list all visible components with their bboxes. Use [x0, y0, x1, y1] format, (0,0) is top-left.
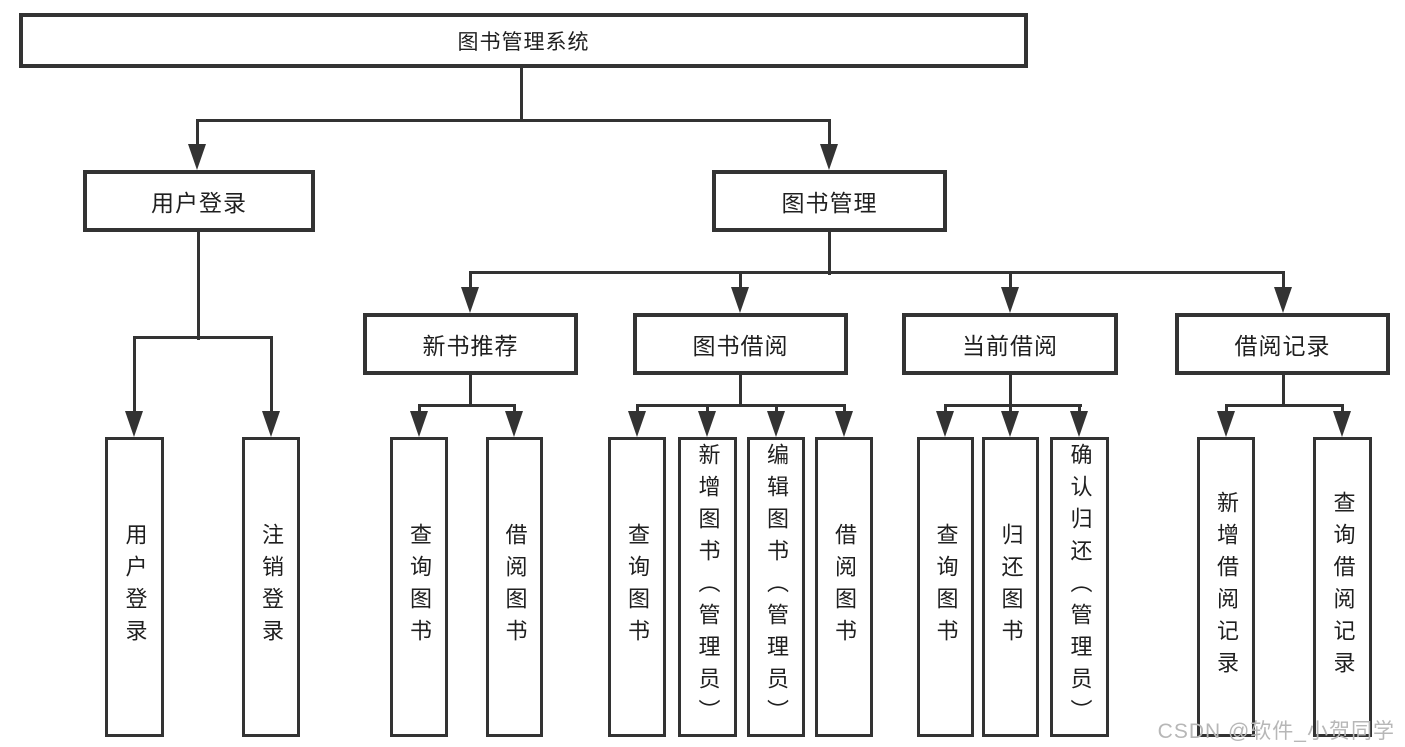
- connector-borrow-records-stem: [1282, 375, 1285, 407]
- leaf-query-books-borrowing-label: 查询图书: [625, 523, 650, 651]
- arrowhead-book-borrow-icon: [731, 287, 749, 313]
- arrowhead-g2-borrow-icon: [505, 411, 523, 437]
- arrowhead-current-borrow-icon: [1001, 287, 1019, 313]
- connector-new-book-rec-stem: [469, 375, 472, 407]
- leaf-add-books-admin: 新增图书（管理员）: [678, 437, 737, 737]
- leaf-add-books-admin-label: 新增图书（管理员）: [695, 443, 721, 731]
- node-root-label: 图书管理系统: [457, 30, 590, 54]
- leaf-query-books-current: 查询图书: [917, 437, 974, 737]
- connector-drop-leaf-logout: [270, 337, 273, 415]
- leaf-query-books-recommend: 查询图书: [390, 437, 448, 737]
- connector-drop-current-borrow: [1009, 272, 1012, 292]
- leaf-edit-books-admin-label: 编辑图书（管理员）: [764, 443, 789, 731]
- connector-drop-g3-add: [706, 405, 709, 415]
- arrowhead-g3-add-icon: [698, 411, 716, 437]
- arrowhead-leaf-user-login-icon: [125, 411, 143, 437]
- connector-drop-g2-borrow: [513, 405, 516, 415]
- leaf-edit-books-admin: 编辑图书（管理员）: [747, 437, 805, 737]
- leaf-query-books-recommend-label: 查询图书: [407, 523, 432, 651]
- connector-book-mgmt-stem: [828, 232, 831, 275]
- connector-book-mgmt-bus: [469, 271, 1285, 274]
- connector-drop-g4-confirm: [1078, 405, 1081, 415]
- connector-drop-g4-query: [944, 405, 947, 415]
- leaf-logout-label: 注销登录: [259, 523, 284, 651]
- arrowhead-g5-query-icon: [1333, 411, 1351, 437]
- arrowhead-g3-edit-icon: [767, 411, 785, 437]
- connector-drop-g5-query: [1341, 405, 1344, 415]
- leaf-confirm-return-admin-label: 确认归还（管理员）: [1067, 443, 1093, 731]
- leaf-return-books-label: 归还图书: [998, 523, 1024, 651]
- node-book-borrowing-label: 图书借阅: [692, 333, 789, 359]
- arrowhead-g4-query-icon: [936, 411, 954, 437]
- arrowhead-g3-query-icon: [628, 411, 646, 437]
- connector-borrow-records-bus: [1225, 404, 1344, 407]
- node-root: 图书管理系统: [19, 13, 1028, 68]
- node-current-borrowing: 当前借阅: [902, 313, 1118, 375]
- connector-drop-g3-edit: [775, 405, 778, 415]
- connector-root-stem: [520, 68, 523, 122]
- arrowhead-g3-borrow-icon: [835, 411, 853, 437]
- connector-drop-book-borrow: [739, 272, 742, 292]
- connector-drop-g3-query: [636, 405, 639, 415]
- connector-drop-g2-query: [418, 405, 421, 415]
- connector-book-borrow-bus: [636, 404, 846, 407]
- node-book-management-label: 图书管理: [781, 190, 878, 216]
- connector-drop-g4-return: [1009, 405, 1012, 415]
- arrowhead-g2-query-icon: [410, 411, 428, 437]
- leaf-borrow-books-borrowing-label: 借阅图书: [832, 523, 857, 651]
- leaf-query-borrow-record-label: 查询借阅记录: [1330, 491, 1356, 683]
- connector-book-borrow-stem: [739, 375, 742, 407]
- leaf-confirm-return-admin: 确认归还（管理员）: [1050, 437, 1109, 737]
- arrowhead-leaf-logout-icon: [262, 411, 280, 437]
- leaf-query-books-borrowing: 查询图书: [608, 437, 666, 737]
- connector-drop-g5-add: [1225, 405, 1228, 415]
- leaf-logout: 注销登录: [242, 437, 300, 737]
- arrowhead-g4-confirm-icon: [1070, 411, 1088, 437]
- arrowhead-g4-return-icon: [1001, 411, 1019, 437]
- node-borrowing-records: 借阅记录: [1175, 313, 1390, 375]
- connector-current-borrow-bus: [944, 404, 1082, 407]
- node-new-book-recommendation-label: 新书推荐: [422, 333, 519, 359]
- connector-drop-new-book-rec: [469, 272, 472, 292]
- arrowhead-g5-add-icon: [1217, 411, 1235, 437]
- connector-root-bus: [196, 119, 831, 122]
- node-current-borrowing-label: 当前借阅: [962, 333, 1058, 359]
- leaf-user-login-label: 用户登录: [122, 523, 148, 651]
- leaf-add-borrow-record: 新增借阅记录: [1197, 437, 1255, 737]
- leaf-query-borrow-record: 查询借阅记录: [1313, 437, 1372, 737]
- leaf-borrow-books-recommend: 借阅图书: [486, 437, 543, 737]
- connector-drop-book-mgmt: [828, 120, 831, 148]
- csdn-watermark: CSDN @软件_小贺同学: [1157, 720, 1395, 743]
- arrowhead-book-mgmt-icon: [820, 144, 838, 170]
- leaf-add-borrow-record-label: 新增借阅记录: [1214, 491, 1239, 683]
- node-user-login-label: 用户登录: [151, 190, 247, 216]
- arrowhead-borrow-records-icon: [1274, 287, 1292, 313]
- leaf-user-login: 用户登录: [105, 437, 164, 737]
- leaf-borrow-books-borrowing: 借阅图书: [815, 437, 873, 737]
- node-book-management: 图书管理: [712, 170, 947, 232]
- node-borrowing-records-label: 借阅记录: [1234, 333, 1331, 359]
- connector-drop-borrow-records: [1282, 272, 1285, 292]
- connector-current-borrow-stem: [1009, 375, 1012, 407]
- connector-drop-g3-borrow: [843, 405, 846, 415]
- node-new-book-recommendation: 新书推荐: [363, 313, 578, 375]
- arrowhead-user-login-icon: [188, 144, 206, 170]
- connector-drop-leaf-user-login: [133, 337, 136, 415]
- node-user-login: 用户登录: [83, 170, 315, 232]
- connector-user-login-stem: [197, 232, 200, 340]
- node-book-borrowing: 图书借阅: [633, 313, 848, 375]
- leaf-query-books-current-label: 查询图书: [933, 523, 959, 651]
- arrowhead-new-book-rec-icon: [461, 287, 479, 313]
- connector-user-login-bus: [133, 336, 273, 339]
- leaf-return-books: 归还图书: [982, 437, 1039, 737]
- connector-drop-user-login: [196, 120, 199, 148]
- leaf-borrow-books-recommend-label: 借阅图书: [502, 523, 528, 651]
- connector-new-book-rec-bus: [418, 404, 516, 407]
